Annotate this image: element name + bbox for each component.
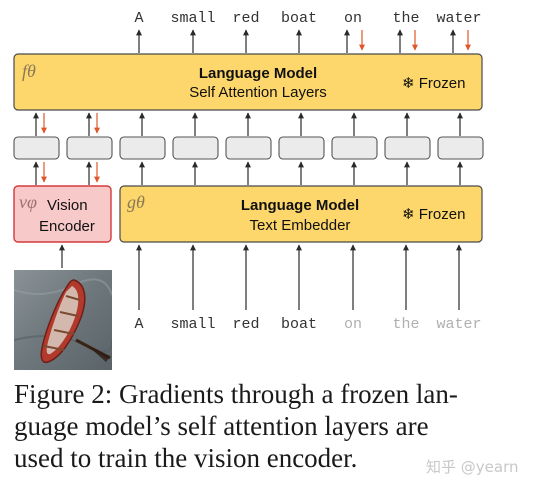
- lower-gradient-arrows: [41, 162, 100, 183]
- text-embedder-title: Language Model: [241, 197, 359, 214]
- output-arrows: [136, 29, 456, 53]
- output-token: small: [170, 10, 215, 27]
- self-attention-frozen-label: ❄ Frozen: [402, 75, 465, 92]
- token-embedding-box: [13, 136, 60, 160]
- token-embedding-box: [66, 136, 113, 160]
- vision-encoder-line1: Vision: [47, 197, 88, 214]
- token-embedding-box: [331, 136, 378, 160]
- vision-encoder-box: [13, 185, 112, 243]
- input-arrows: [59, 244, 462, 310]
- token-embedding-row: [13, 136, 484, 160]
- watermark: 知乎 @yearn: [426, 458, 519, 476]
- text-embedder-box: [119, 185, 483, 243]
- vision-encoder-symbol: vφ: [19, 192, 37, 212]
- token-embedding-box: [278, 136, 325, 160]
- self-attention-subtitle: Self Attention Layers: [189, 84, 327, 101]
- self-attention-title: Language Model: [199, 65, 317, 82]
- boat-photo: [14, 270, 112, 370]
- token-embedding-box: [384, 136, 431, 160]
- lower-up-arrows: [33, 161, 463, 185]
- output-token: red: [232, 10, 259, 27]
- token-embedding-box: [119, 136, 166, 160]
- middle-up-arrows: [33, 112, 463, 136]
- input-token-row: A small red boat on the water: [134, 316, 481, 333]
- figure-caption: Figure 2: Gradients through a frozen lan…: [14, 378, 514, 474]
- caption-line: guage model’s self attention layers are: [14, 411, 429, 441]
- text-embedder-subtitle: Text Embedder: [250, 217, 351, 234]
- output-token: boat: [281, 10, 317, 27]
- output-token-row: A small red boat on the water: [134, 10, 481, 27]
- text-embedder-frozen-label: ❄ Frozen: [402, 206, 465, 223]
- input-token-dimmed: on: [344, 316, 362, 333]
- text-embedder-symbol: gθ: [127, 192, 145, 212]
- self-attention-symbol: fθ: [22, 61, 36, 81]
- middle-gradient-arrows: [41, 113, 100, 134]
- output-token: water: [436, 10, 481, 27]
- input-token: red: [232, 316, 259, 333]
- token-embedding-box: [225, 136, 272, 160]
- output-token: A: [134, 10, 143, 27]
- output-token: on: [344, 10, 362, 27]
- input-token-dimmed: water: [436, 316, 481, 333]
- caption-line: used to train the vision encoder.: [14, 443, 358, 473]
- token-embedding-box: [437, 136, 484, 160]
- output-gradient-arrows: [359, 30, 471, 51]
- input-token: boat: [281, 316, 317, 333]
- architecture-diagram: A small red boat on the water fθ Languag…: [13, 10, 484, 333]
- output-token: the: [392, 10, 419, 27]
- vision-encoder-line2: Encoder: [39, 218, 95, 235]
- input-token: small: [170, 316, 215, 333]
- self-attention-box: [13, 53, 483, 111]
- caption-line: Figure 2: Gradients through a frozen lan…: [14, 379, 458, 409]
- input-token: A: [134, 316, 143, 333]
- token-embedding-box: [172, 136, 219, 160]
- input-token-dimmed: the: [392, 316, 419, 333]
